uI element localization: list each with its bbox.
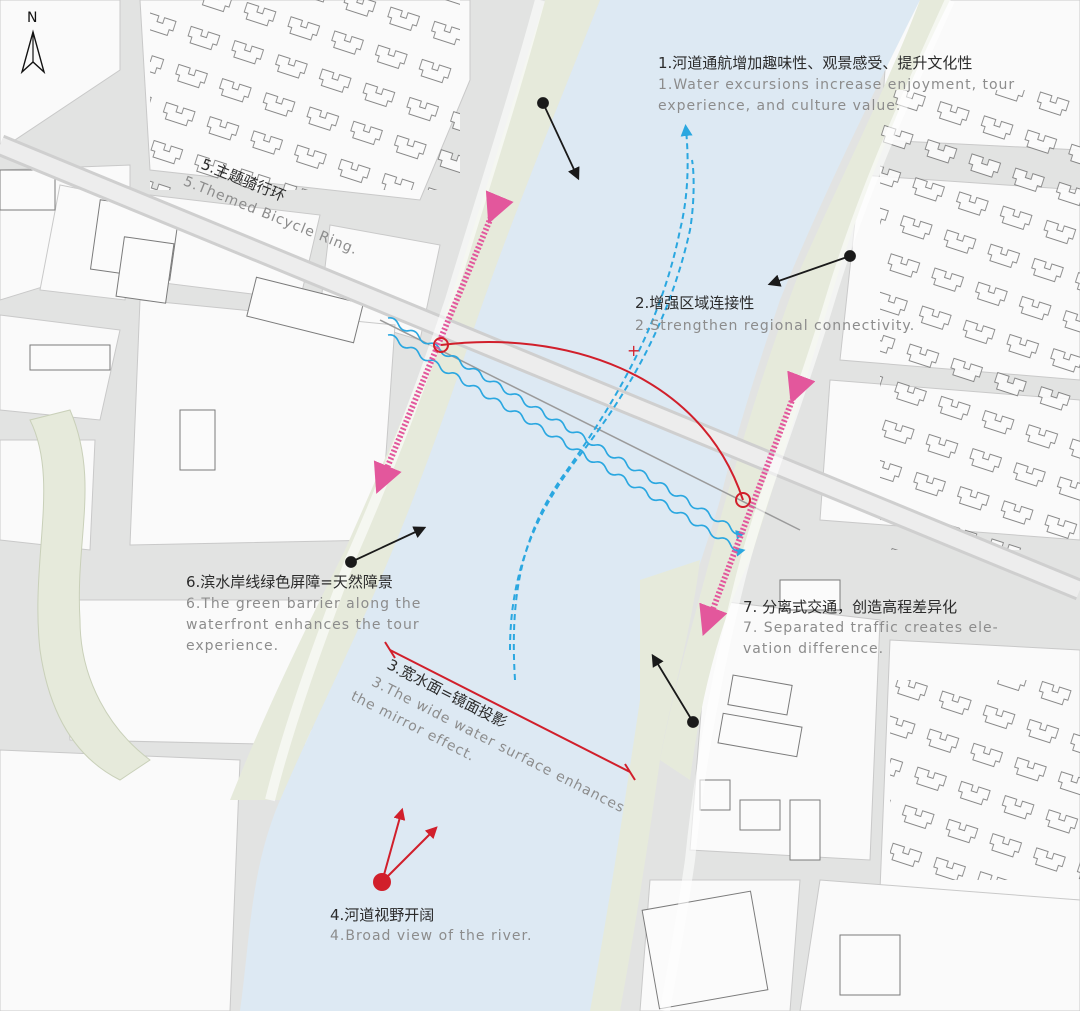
svg-text:7. Separated traffic creates e: 7. Separated traffic creates ele- bbox=[743, 620, 999, 636]
svg-text:1.河道通航增加趣味性、观景感受、提升文化性: 1.河道通航增加趣味性、观景感受、提升文化性 bbox=[658, 54, 972, 72]
svg-text:1.Water excursions increase en: 1.Water excursions increase enjoyment, t… bbox=[658, 77, 1015, 93]
svg-text:waterfront enhances the tour: waterfront enhances the tour bbox=[186, 617, 420, 633]
dimension-tick-end bbox=[624, 763, 636, 781]
residential-buildings-se bbox=[890, 680, 1080, 880]
svg-text:2.Strengthen regional connecti: 2.Strengthen regional connectivity. bbox=[635, 318, 915, 334]
bridge-deck bbox=[0, 137, 1080, 598]
boat-route-1 bbox=[512, 124, 693, 681]
boat-route-2 bbox=[509, 159, 695, 651]
buildings-west bbox=[0, 169, 364, 471]
svg-text:7. 分离式交通，创造高程差异化: 7. 分离式交通，创造高程差异化 bbox=[743, 598, 957, 616]
annotation-broad-view: 4.河道视野开阔 4.Broad view of the river. bbox=[330, 906, 532, 944]
annotation-regional-connectivity: 2.增强区域连接性 2.Strengthen regional connecti… bbox=[635, 294, 915, 334]
svg-text:N: N bbox=[27, 10, 37, 26]
west-approach-ramp bbox=[373, 190, 514, 494]
bridge-node-west bbox=[433, 337, 449, 353]
south-east-bank bbox=[590, 560, 700, 1011]
west-green-belt bbox=[29, 409, 151, 781]
annotation-separated-traffic: 7. 分离式交通，创造高程差异化 7. Separated traffic cr… bbox=[743, 598, 999, 657]
callout-pointers bbox=[345, 97, 856, 728]
arc-center-plus: + bbox=[627, 341, 640, 360]
svg-text:vation difference.: vation difference. bbox=[743, 641, 884, 657]
connectivity-arc bbox=[440, 341, 744, 501]
river bbox=[240, 0, 920, 1011]
view-arrow-1 bbox=[381, 807, 406, 883]
svg-text:6.The green barrier along the: 6.The green barrier along the bbox=[186, 596, 421, 612]
svg-text:2.增强区域连接性: 2.增强区域连接性 bbox=[635, 294, 754, 312]
svg-text:4.Broad view of the river.: 4.Broad view of the river. bbox=[330, 928, 532, 944]
annotation-green-barrier: 6.滨水岸线绿色屏障=天然障景 6.The green barrier alon… bbox=[186, 573, 421, 654]
wide-water-dimension bbox=[389, 649, 631, 773]
dimension-tick-start bbox=[384, 641, 396, 659]
svg-text:6.滨水岸线绿色屏障=天然障景: 6.滨水岸线绿色屏障=天然障景 bbox=[186, 573, 393, 591]
view-arrow-2 bbox=[381, 826, 438, 883]
bridge-node-east bbox=[735, 492, 751, 508]
north-arrow-icon: N bbox=[20, 10, 46, 75]
svg-text:experience, and culture value.: experience, and culture value. bbox=[658, 98, 901, 114]
svg-text:experience.: experience. bbox=[186, 638, 279, 654]
residential-buildings-ne bbox=[880, 90, 1080, 550]
svg-text:4.河道视野开阔: 4.河道视野开阔 bbox=[330, 906, 434, 924]
annotation-water-excursions: 1.河道通航增加趣味性、观景感受、提升文化性 1.Water excursion… bbox=[658, 54, 1015, 114]
east-approach-ramp bbox=[699, 370, 816, 637]
residential-buildings-nw bbox=[150, 0, 460, 190]
